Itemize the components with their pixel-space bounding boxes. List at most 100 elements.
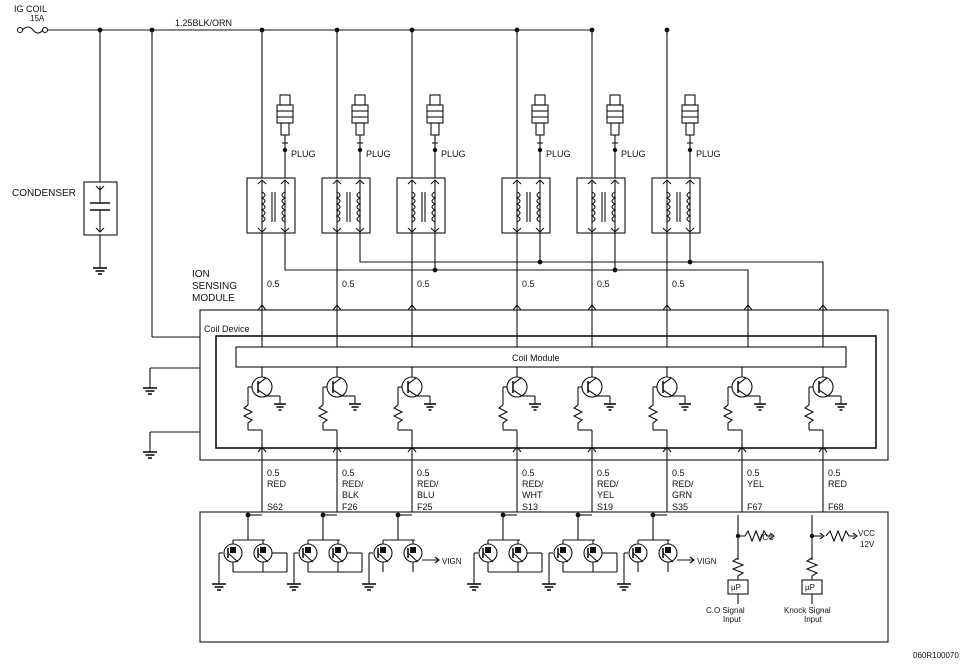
output-gauge-label: 0.5 (747, 468, 760, 478)
wire-gauge-label: 0.5 (267, 279, 280, 289)
junction-dot (432, 267, 438, 273)
coil-winding-icon (590, 191, 617, 223)
ecu-driver-4 (467, 512, 543, 591)
output-gauge-label: 0.5 (267, 468, 280, 478)
output-color-label: RED/ (342, 479, 364, 489)
vign-label: VIGN (442, 557, 462, 566)
output-color-label-2: GRN (672, 490, 692, 500)
output-pin-label: S13 (522, 502, 538, 512)
coil-winding-icon (260, 191, 287, 223)
fuse-label: IG COIL (14, 4, 47, 14)
output-color-label: RED/ (597, 479, 619, 489)
junction-dot (537, 259, 543, 265)
output-gauge-label: 0.5 (672, 468, 685, 478)
coil-box (651, 177, 701, 234)
ground-icon (529, 403, 541, 411)
output-transistor-icon (658, 543, 678, 563)
output-transistor-icon (403, 543, 423, 563)
ground-icon (287, 578, 301, 591)
output-transistor-icon (253, 543, 273, 563)
coil-module-label: Coil Module (512, 353, 560, 363)
output-color-label-2: WHT (522, 490, 543, 500)
junction-dot (500, 512, 506, 518)
output-color-label: RED (828, 479, 848, 489)
junction-dot (575, 512, 581, 518)
driver-transistor-5 (572, 367, 616, 512)
wire-gauge-label: 0.5 (597, 279, 610, 289)
fuse-icon (16, 26, 49, 34)
ecu-driver-3: VIGN (362, 512, 462, 591)
driver-transistor-4 (497, 367, 541, 512)
output-gauge-label: 0.5 (342, 468, 355, 478)
coil-winding-icon (335, 191, 362, 223)
ground-icon (274, 403, 286, 411)
ground-icon (362, 578, 376, 591)
ion-module-label-1: ION (192, 269, 210, 280)
resistor-icon (242, 404, 254, 430)
output-pin-label: F67 (747, 502, 763, 512)
ignition-coil-3: PLUG 0.5 (396, 30, 466, 347)
plug-label: PLUG (696, 149, 721, 159)
junction-dot (650, 512, 656, 518)
output-color-label: RED/ (672, 479, 694, 489)
resistor-icon (803, 404, 815, 430)
supply-wire-label: 1.25BLK/ORN (175, 18, 232, 28)
output-transistor-icon (508, 543, 528, 563)
driver-transistor-7 (722, 367, 766, 512)
junction-dot (687, 259, 693, 265)
output-pin-label: F25 (417, 502, 433, 512)
output-transistor-icon (553, 543, 573, 563)
spark-plug-icon (681, 94, 699, 178)
coil-box (246, 177, 296, 234)
coil-winding-icon (410, 191, 437, 223)
ignition-coil-6: PLUG 0.5 (651, 30, 721, 347)
coil-box (501, 177, 551, 234)
resistor-icon (317, 404, 329, 430)
output-transistor-icon (328, 543, 348, 563)
resistor-icon (572, 404, 584, 430)
coil-device-box (215, 335, 877, 449)
coil-box (576, 177, 626, 234)
junction-dot (245, 512, 251, 518)
ecu-driver-1 (212, 512, 288, 591)
ground-icon (679, 403, 691, 411)
output-color-label-2: YEL (597, 490, 614, 500)
resistor-icon (392, 404, 404, 430)
ground-icon (143, 382, 157, 395)
coil-winding-icon (665, 191, 692, 223)
coil-winding-icon (515, 191, 542, 223)
ground-icon (617, 578, 631, 591)
vcc2-volt-label: 12V (860, 540, 875, 549)
wire-gauge-label: 0.5 (672, 279, 685, 289)
plug-label: PLUG (441, 149, 466, 159)
output-pin-label: S62 (267, 502, 283, 512)
output-pin-label: S35 (672, 502, 688, 512)
junction-dot (320, 512, 326, 518)
wire-gauge-label: 0.5 (417, 279, 430, 289)
driver-transistor-6 (647, 367, 691, 512)
coil-module-box (235, 346, 847, 368)
plug-label: PLUG (366, 149, 391, 159)
spark-plug-icon (531, 94, 549, 178)
output-transistor-icon (628, 543, 648, 563)
vcc-label: VCC (757, 533, 774, 542)
co-signal-label-1: C.O Signal (706, 606, 745, 615)
coil-box (396, 177, 446, 234)
output-pin-label: F26 (342, 502, 358, 512)
sense-line-1 (284, 245, 749, 347)
resistor-icon (497, 404, 509, 430)
coil-device-label: Coil Device (204, 324, 250, 334)
spark-plug-icon (426, 94, 444, 178)
knock-signal-label-2: Input (804, 615, 823, 624)
ground-icon (424, 403, 436, 411)
output-pin-label: F68 (828, 502, 844, 512)
co-signal-label-2: Input (723, 615, 742, 624)
wire-gauge-label: 0.5 (342, 279, 355, 289)
junction-dot (395, 512, 401, 518)
